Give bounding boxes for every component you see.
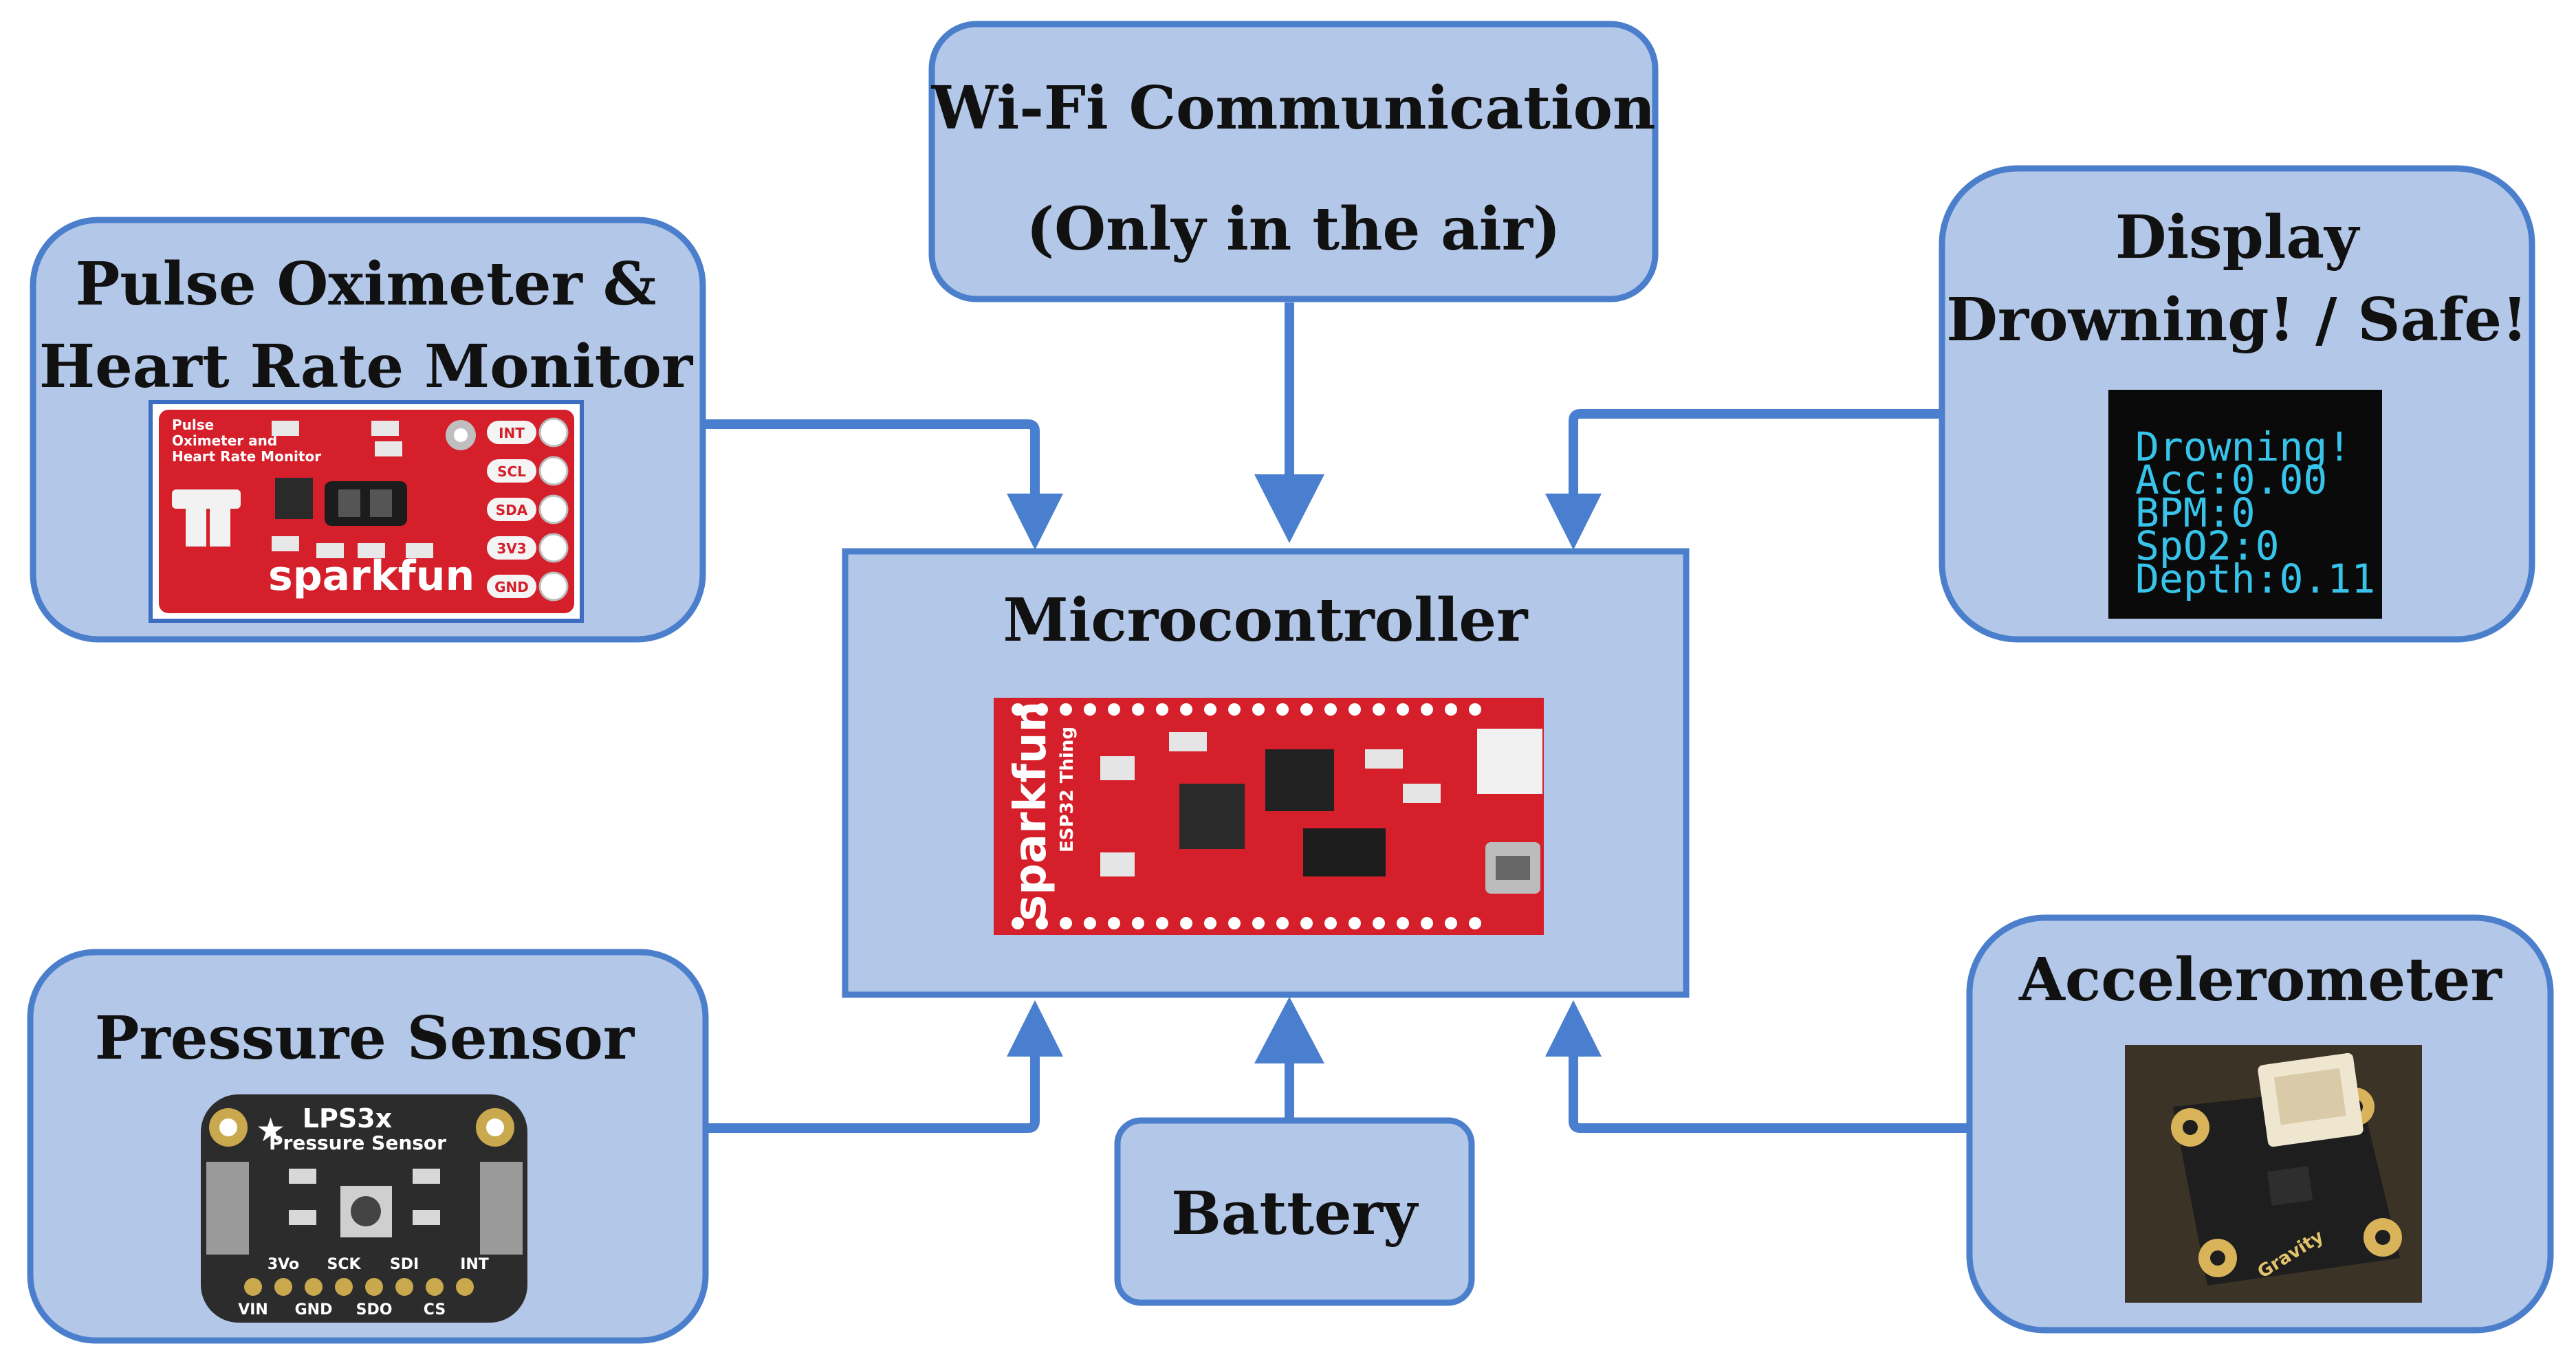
node-pulse-oximeter: Pulse Oximeter & Heart Rate Monitor Puls… <box>30 217 706 643</box>
oled-line-5: Depth:0.11 <box>2135 555 2375 602</box>
esp32-model: ESP32 Thing <box>1057 727 1078 852</box>
arrowhead-wifi <box>1254 474 1324 543</box>
lps3x-pin-bottom-3: SDO <box>356 1301 393 1319</box>
connectors <box>703 302 1969 1133</box>
pulse-board-label-3: Heart Rate Monitor <box>172 448 321 465</box>
pressure-title: Pressure Sensor <box>95 1004 635 1073</box>
display-title-line2: Drowning! / Safe! <box>1946 285 2527 355</box>
wifi-box <box>928 21 1659 302</box>
lps3x-pin-top-4: INT <box>460 1256 489 1273</box>
oled-line-1: Drowning! <box>2135 423 2351 470</box>
pulse-pin-2: SCL <box>497 463 526 480</box>
lps3x-pin-top-1: 3Vo <box>268 1256 299 1273</box>
pulse-pin-3: SDA <box>496 502 528 518</box>
battery-title: Battery <box>1171 1179 1419 1248</box>
pulse-pin-1: INT <box>499 425 525 441</box>
arrowhead-pressure <box>1007 1000 1063 1057</box>
lps3x-pin-bottom-4: CS <box>424 1301 446 1319</box>
wifi-title: Wi-Fi Communication <box>931 74 1656 143</box>
pulse-title-line2: Heart Rate Monitor <box>39 332 694 401</box>
edge-pulse-to-micro <box>703 419 1040 502</box>
node-pressure-sensor: Pressure Sensor ★ LPS3x Pressure Sensor … <box>27 949 709 1344</box>
node-microcontroller: Microcontroller <box>842 548 1690 998</box>
node-accelerometer: Accelerometer Gravity <box>1966 914 2554 1334</box>
edge-pressure-to-micro <box>706 1048 1040 1133</box>
accelerometer-board-image: Gravity <box>2125 1045 2422 1303</box>
lps3x-pin-top-2: SCK <box>327 1256 361 1273</box>
pulse-board-pins: INT SCL SDA 3V3 GND <box>487 417 569 602</box>
wifi-subtitle: (Only in the air) <box>1026 195 1560 264</box>
lps3x-pin-bottom-1: VIN <box>238 1301 268 1319</box>
oled-line-4: SpO2:0 <box>2135 522 2280 569</box>
arrowhead-display <box>1545 494 1602 550</box>
edge-accel-to-micro <box>1569 1048 1969 1133</box>
arrowhead-pulse <box>1007 494 1063 550</box>
lps3x-pin-bottom-2: GND <box>295 1301 333 1319</box>
lps3x-title: LPS3x <box>303 1103 392 1134</box>
pulse-title-line1: Pulse Oximeter & <box>76 250 657 319</box>
esp32-brand: sparkfun <box>1005 701 1056 921</box>
oled-screen-image: Drowning! Acc:0.00 BPM:0 SpO2:0 Depth:0.… <box>2108 390 2382 619</box>
edge-display-to-micro <box>1569 409 1942 502</box>
adafruit-star-icon: ★ <box>256 1111 285 1149</box>
arrowhead-accel <box>1545 1000 1602 1057</box>
display-title-line1: Display <box>2115 203 2361 272</box>
pulse-pin-4: 3V3 <box>496 540 526 557</box>
lps3x-pin-top-3: SDI <box>390 1256 419 1273</box>
lps3x-board-image: ★ LPS3x Pressure Sensor 3Vo SCK SDI INT … <box>201 1094 527 1323</box>
micro-title: Microcontroller <box>1003 586 1529 655</box>
arrowhead-battery <box>1254 997 1324 1063</box>
pulse-board-label-1: Pulse <box>172 417 214 433</box>
node-battery: Battery <box>1114 1117 1475 1306</box>
oled-line-2: Acc:0.00 <box>2135 456 2327 503</box>
node-wifi: Wi-Fi Communication (Only in the air) <box>928 21 1659 302</box>
pulse-board-label-2: Oximeter and <box>172 432 277 449</box>
node-display: Display Drowning! / Safe! Drowning! Acc:… <box>1939 165 2535 643</box>
pulse-board-brand: sparkfun <box>268 552 474 600</box>
lps3x-subtitle: Pressure Sensor <box>269 1132 446 1154</box>
pulse-oximeter-board-image: Pulse Oximeter and Heart Rate Monitor sp… <box>149 400 584 623</box>
oled-line-3: BPM:0 <box>2135 489 2256 536</box>
battery-box <box>1114 1117 1475 1306</box>
esp32-board-image: sparkfun ESP32 Thing <box>994 698 1544 935</box>
pulse-pin-5: GND <box>494 579 529 595</box>
accel-title: Accelerometer <box>2018 945 2502 1015</box>
arrowheads <box>1007 474 1602 1063</box>
